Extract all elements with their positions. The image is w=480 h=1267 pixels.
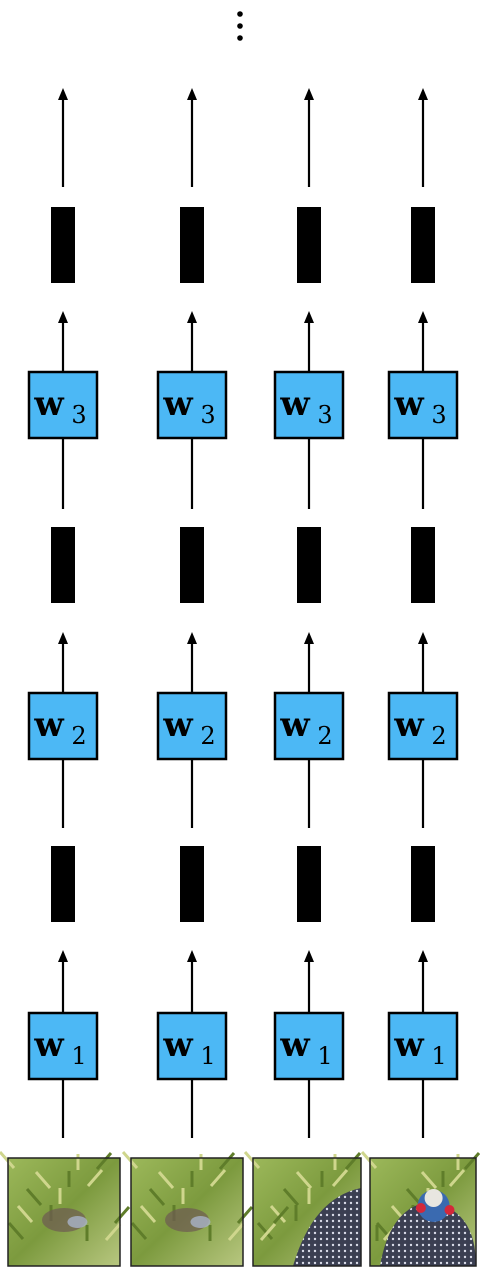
col3-w2-subscript: 2 bbox=[317, 722, 332, 750]
col1-w3-subscript: 3 bbox=[71, 401, 86, 429]
col4-w3-label: w bbox=[393, 384, 424, 424]
input-crop-1 bbox=[0, 1151, 131, 1267]
col2-top-out-arrowhead-icon bbox=[187, 88, 197, 100]
col3-feature-map-2 bbox=[297, 527, 321, 603]
col2-feature-map-3 bbox=[180, 207, 204, 283]
col3-feature-map-1 bbox=[297, 846, 321, 922]
col1-feature-map-2 bbox=[51, 527, 75, 603]
col4-top-out-arrowhead-icon bbox=[418, 88, 428, 100]
col3-w3-subscript: 3 bbox=[317, 401, 332, 429]
col2-w1-label: w bbox=[162, 1025, 193, 1065]
col4-feature-map-2 bbox=[411, 527, 435, 603]
col4-w3-out-arrowhead-icon bbox=[418, 311, 428, 323]
col1-w1-label: w bbox=[33, 1025, 64, 1065]
col4-w1-label: w bbox=[393, 1025, 424, 1065]
col1-feature-map-1 bbox=[51, 846, 75, 922]
col1-feature-map-3 bbox=[51, 207, 75, 283]
col1-w3-out-arrowhead-icon bbox=[58, 311, 68, 323]
col3-w1-out-arrowhead-icon bbox=[304, 950, 314, 962]
col2-w1-subscript: 1 bbox=[200, 1042, 215, 1070]
col1-w1-out-arrowhead-icon bbox=[58, 950, 68, 962]
col4-feature-map-3 bbox=[411, 207, 435, 283]
col1-w2-label: w bbox=[33, 705, 64, 745]
col1-w2-subscript: 2 bbox=[71, 722, 86, 750]
col3-w1-label: w bbox=[279, 1025, 310, 1065]
col2-w2-out-arrowhead-icon bbox=[187, 632, 197, 644]
col1-w1-box bbox=[27, 1011, 99, 1081]
col4-w3-box bbox=[387, 370, 459, 440]
continuation-ellipsis-icon bbox=[237, 11, 243, 41]
col3-w2-label: w bbox=[279, 705, 310, 745]
col2-w3-label: w bbox=[162, 384, 193, 424]
col4-w1-subscript: 1 bbox=[431, 1042, 446, 1070]
col1-w1-subscript: 1 bbox=[71, 1042, 86, 1070]
col3-w3-out-arrowhead-icon bbox=[304, 311, 314, 323]
col3-top-out-arrowhead-icon bbox=[304, 88, 314, 100]
col2-w3-subscript: 3 bbox=[200, 401, 215, 429]
col2-w3-box bbox=[156, 370, 228, 440]
col4-w2-subscript: 2 bbox=[431, 722, 446, 750]
col3-w3-label: w bbox=[279, 384, 310, 424]
col2-w2-label: w bbox=[162, 705, 193, 745]
col3-w2-box bbox=[273, 691, 345, 761]
col1-top-out-arrowhead-icon bbox=[58, 88, 68, 100]
input-crop-4 bbox=[360, 1151, 480, 1267]
col4-w1-out-arrowhead-icon bbox=[418, 950, 428, 962]
col4-w2-out-arrowhead-icon bbox=[418, 632, 428, 644]
col4-feature-map-1 bbox=[411, 846, 435, 922]
col4-w2-label: w bbox=[393, 705, 424, 745]
col2-feature-map-2 bbox=[180, 527, 204, 603]
col4-w3-subscript: 3 bbox=[431, 401, 446, 429]
col1-w2-out-arrowhead-icon bbox=[58, 632, 68, 644]
col2-w2-box bbox=[156, 691, 228, 761]
col3-w1-subscript: 1 bbox=[317, 1042, 332, 1070]
col2-w2-subscript: 2 bbox=[200, 722, 215, 750]
col2-feature-map-1 bbox=[180, 846, 204, 922]
col3-w2-out-arrowhead-icon bbox=[304, 632, 314, 644]
col3-feature-map-3 bbox=[297, 207, 321, 283]
input-crop-3 bbox=[243, 1151, 362, 1267]
col2-w1-out-arrowhead-icon bbox=[187, 950, 197, 962]
input-crop-2 bbox=[121, 1151, 254, 1267]
col2-w3-out-arrowhead-icon bbox=[187, 311, 197, 323]
col1-w3-label: w bbox=[33, 384, 64, 424]
